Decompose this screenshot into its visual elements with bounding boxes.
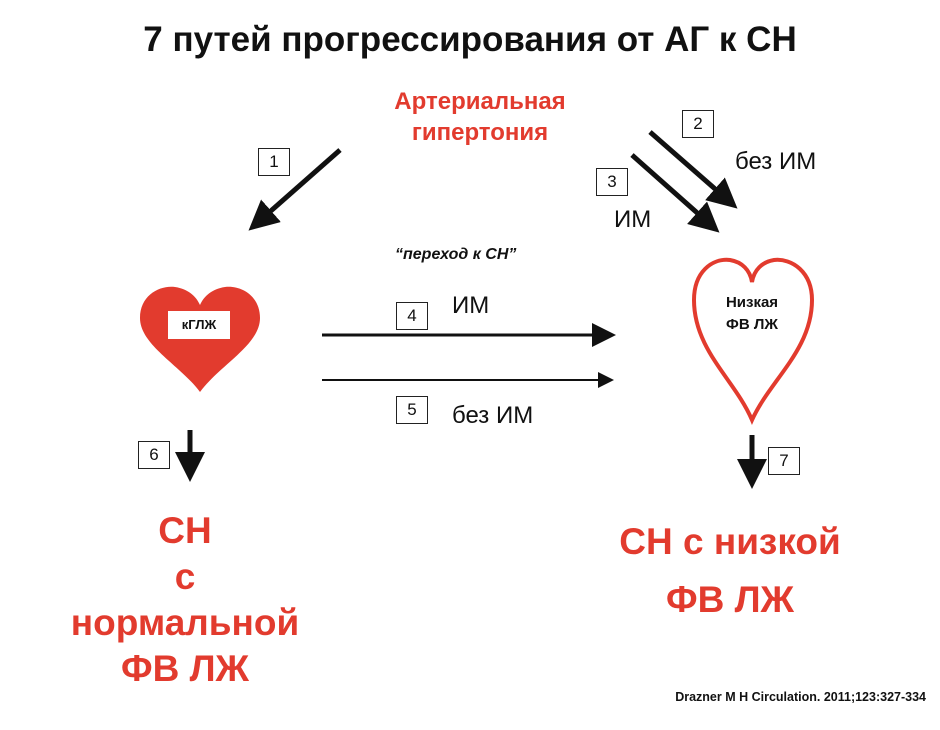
source-line-1: Артериальная xyxy=(394,88,566,115)
heart-filled-icon xyxy=(140,286,260,392)
path-number-1: 1 xyxy=(258,148,290,176)
outcome-left-line-4: ФВ ЛЖ xyxy=(121,648,249,689)
path-number-4: 4 xyxy=(396,302,428,330)
outcome-left-line-3: нормальной xyxy=(70,602,300,643)
path-number-6: 6 xyxy=(138,441,170,469)
path-number-7: 7 xyxy=(768,447,800,475)
outcome-left-line-2: с xyxy=(174,556,196,597)
arrow-path-1 xyxy=(248,148,342,231)
outcome-right-line-1: СН с низкой xyxy=(619,521,841,562)
outcome-right: СН с низкой ФВ ЛЖ xyxy=(580,513,880,629)
path-label-4: ИМ xyxy=(452,292,490,319)
citation: Drazner M H Circulation. 2011;123:327-33… xyxy=(675,690,926,704)
outcome-left-line-1: СН xyxy=(158,510,212,551)
source-node: Артериальная гипертония xyxy=(330,86,630,148)
path-number-2: 2 xyxy=(682,110,714,138)
outcome-right-line-2: ФВ ЛЖ xyxy=(666,579,794,620)
path-label-3: ИМ xyxy=(614,206,652,233)
path-number-5: 5 xyxy=(396,396,428,424)
path-label-5: без ИМ xyxy=(452,402,534,429)
right-heart-line-2: ФВ ЛЖ xyxy=(726,316,778,333)
slide-title: 7 путей прогрессирования от АГ к СН xyxy=(143,20,797,59)
transition-label: “переход к СН” xyxy=(395,246,517,263)
arrow-path-3 xyxy=(630,153,720,233)
path-number-3: 3 xyxy=(596,168,628,196)
heart-outline-icon xyxy=(691,257,815,425)
right-heart-label: Низкая ФВ ЛЖ xyxy=(700,292,804,336)
source-line-2: гипертония xyxy=(411,119,549,146)
right-heart-line-1: Низкая xyxy=(725,294,779,311)
arrow-path-2 xyxy=(648,130,738,209)
outcome-left: СН с нормальной ФВ ЛЖ xyxy=(40,508,330,692)
left-heart-label-box: кГЛЖ xyxy=(168,311,230,339)
path-label-2: без ИМ xyxy=(735,148,817,175)
left-heart-label: кГЛЖ xyxy=(181,317,217,332)
